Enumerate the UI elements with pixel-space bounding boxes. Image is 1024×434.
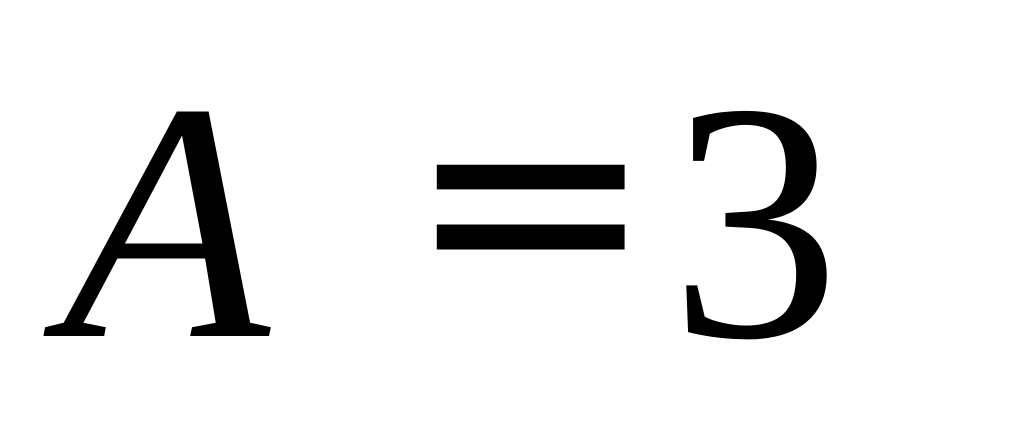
equals-sign: = <box>405 23 657 372</box>
value-number: 3 <box>670 33 840 410</box>
variable-symbol: A <box>62 33 270 410</box>
